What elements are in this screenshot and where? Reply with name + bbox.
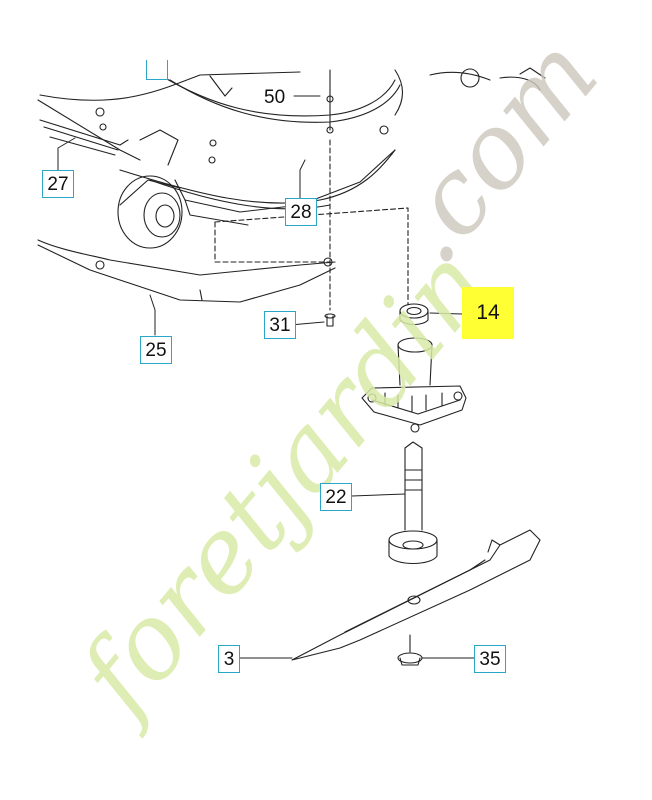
part-31-label: 31 [264, 311, 296, 339]
spacer-14-graphic [399, 303, 429, 326]
mower-deck [37, 67, 546, 311]
part-25-label: 25 [140, 336, 172, 364]
part-28-label: 28 [285, 198, 317, 226]
leader-lines [57, 95, 475, 659]
part-27-label: 27 [42, 170, 74, 198]
bolt-31-graphic [324, 313, 336, 327]
part-3-label: 3 [218, 645, 240, 673]
shaft-22-graphic [388, 441, 438, 565]
spindle-housing-graphic [361, 337, 467, 433]
part-35-label: 35 [474, 645, 506, 673]
part-22-label: 22 [320, 483, 352, 511]
part-50-label: 50 [262, 87, 288, 108]
part-14-highlight: 14 [462, 287, 514, 339]
blade-3-graphic [291, 529, 541, 661]
partial-label-box-top [146, 60, 168, 80]
bolt-35-graphic [397, 634, 423, 666]
